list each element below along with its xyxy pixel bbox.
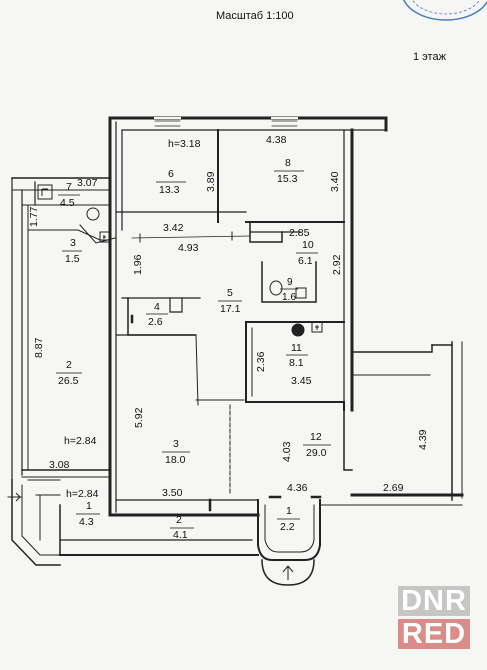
room-9-number: 9 [287,277,293,288]
dim-h-bottom: h=2.84 [66,488,99,500]
dimension-labels: h=3.18 4.38 3.07 3.89 3.40 1.77 3.42 4.9… [28,134,429,500]
dim-196: 1.96 [132,254,144,275]
room-2b-number: 2 [176,514,182,526]
room-12-area: 29.0 [306,447,327,459]
scale-label: Масштаб 1:100 [216,10,294,22]
room-3b-number: 3 [173,438,179,450]
logo-line-2: RED [398,619,470,649]
room-4-number: 4 [154,301,160,313]
dim-285: 2.85 [289,227,310,239]
dim-439: 4.39 [417,429,429,450]
dim-340: 3.40 [329,171,341,192]
dim-292: 2.92 [331,254,343,275]
dim-345: 3.45 [291,375,312,387]
room-5-number: 5 [227,287,233,299]
room-6-area: 13.3 [159,184,180,196]
dim-269: 2.69 [383,482,404,494]
room-2b-area: 4.1 [173,529,188,541]
room-2-area: 26.5 [58,375,79,387]
room-5-area: 17.1 [220,303,241,315]
dim-308: 3.08 [49,459,70,471]
dim-h-left: h=2.84 [64,435,97,447]
dim-887: 8.87 [33,337,45,358]
floor-label: 1 этаж [413,51,446,63]
dim-438: 4.38 [266,134,287,146]
room-11-number: 11 [291,342,302,354]
dim-389: 3.89 [205,171,217,192]
room-3b-area: 18.0 [165,454,186,466]
room-7-number: 7 [66,181,72,193]
walls [7,116,464,586]
room-1b-number: 1 [286,505,292,517]
room-3a-number: 3 [70,237,76,249]
room-11-area: 8.1 [289,357,304,369]
room-10-area: 6.1 [298,255,313,267]
room-6-number: 6 [168,168,174,180]
logo-line-1: DNR [398,586,470,616]
room-9-area: 1.6 [282,292,296,303]
dim-436: 4.36 [287,482,308,494]
dim-h-top: h=3.18 [168,138,201,150]
room-8-number: 8 [285,157,291,169]
dim-403: 4.03 [281,441,293,462]
room-1a-area: 4.3 [79,516,94,528]
dim-307: 3.07 [77,177,98,189]
watermark-logo: DNR RED [398,586,470,650]
dim-342: 3.42 [163,222,184,234]
room-2-number: 2 [66,359,72,371]
room-1b-area: 2.2 [280,521,295,533]
dim-350: 3.50 [162,487,183,499]
room-labels: 7 4.5 6 13.3 8 15.3 3 1.5 10 6.1 9 1.6 4… [56,157,331,541]
room-7-area: 4.5 [60,197,75,209]
room-3a-area: 1.5 [65,253,80,265]
stamp-seal [403,0,487,21]
room-8-area: 15.3 [277,173,298,185]
room-12-number: 12 [310,431,322,443]
dim-592: 5.92 [133,407,145,428]
room-1a-number: 1 [86,500,92,512]
room-10-number: 10 [302,239,314,251]
dim-177: 1.77 [28,206,40,227]
dim-236: 2.36 [255,351,267,372]
dim-493: 4.93 [178,242,199,254]
room-4-area: 2.6 [148,316,163,328]
fixtures [8,184,323,580]
